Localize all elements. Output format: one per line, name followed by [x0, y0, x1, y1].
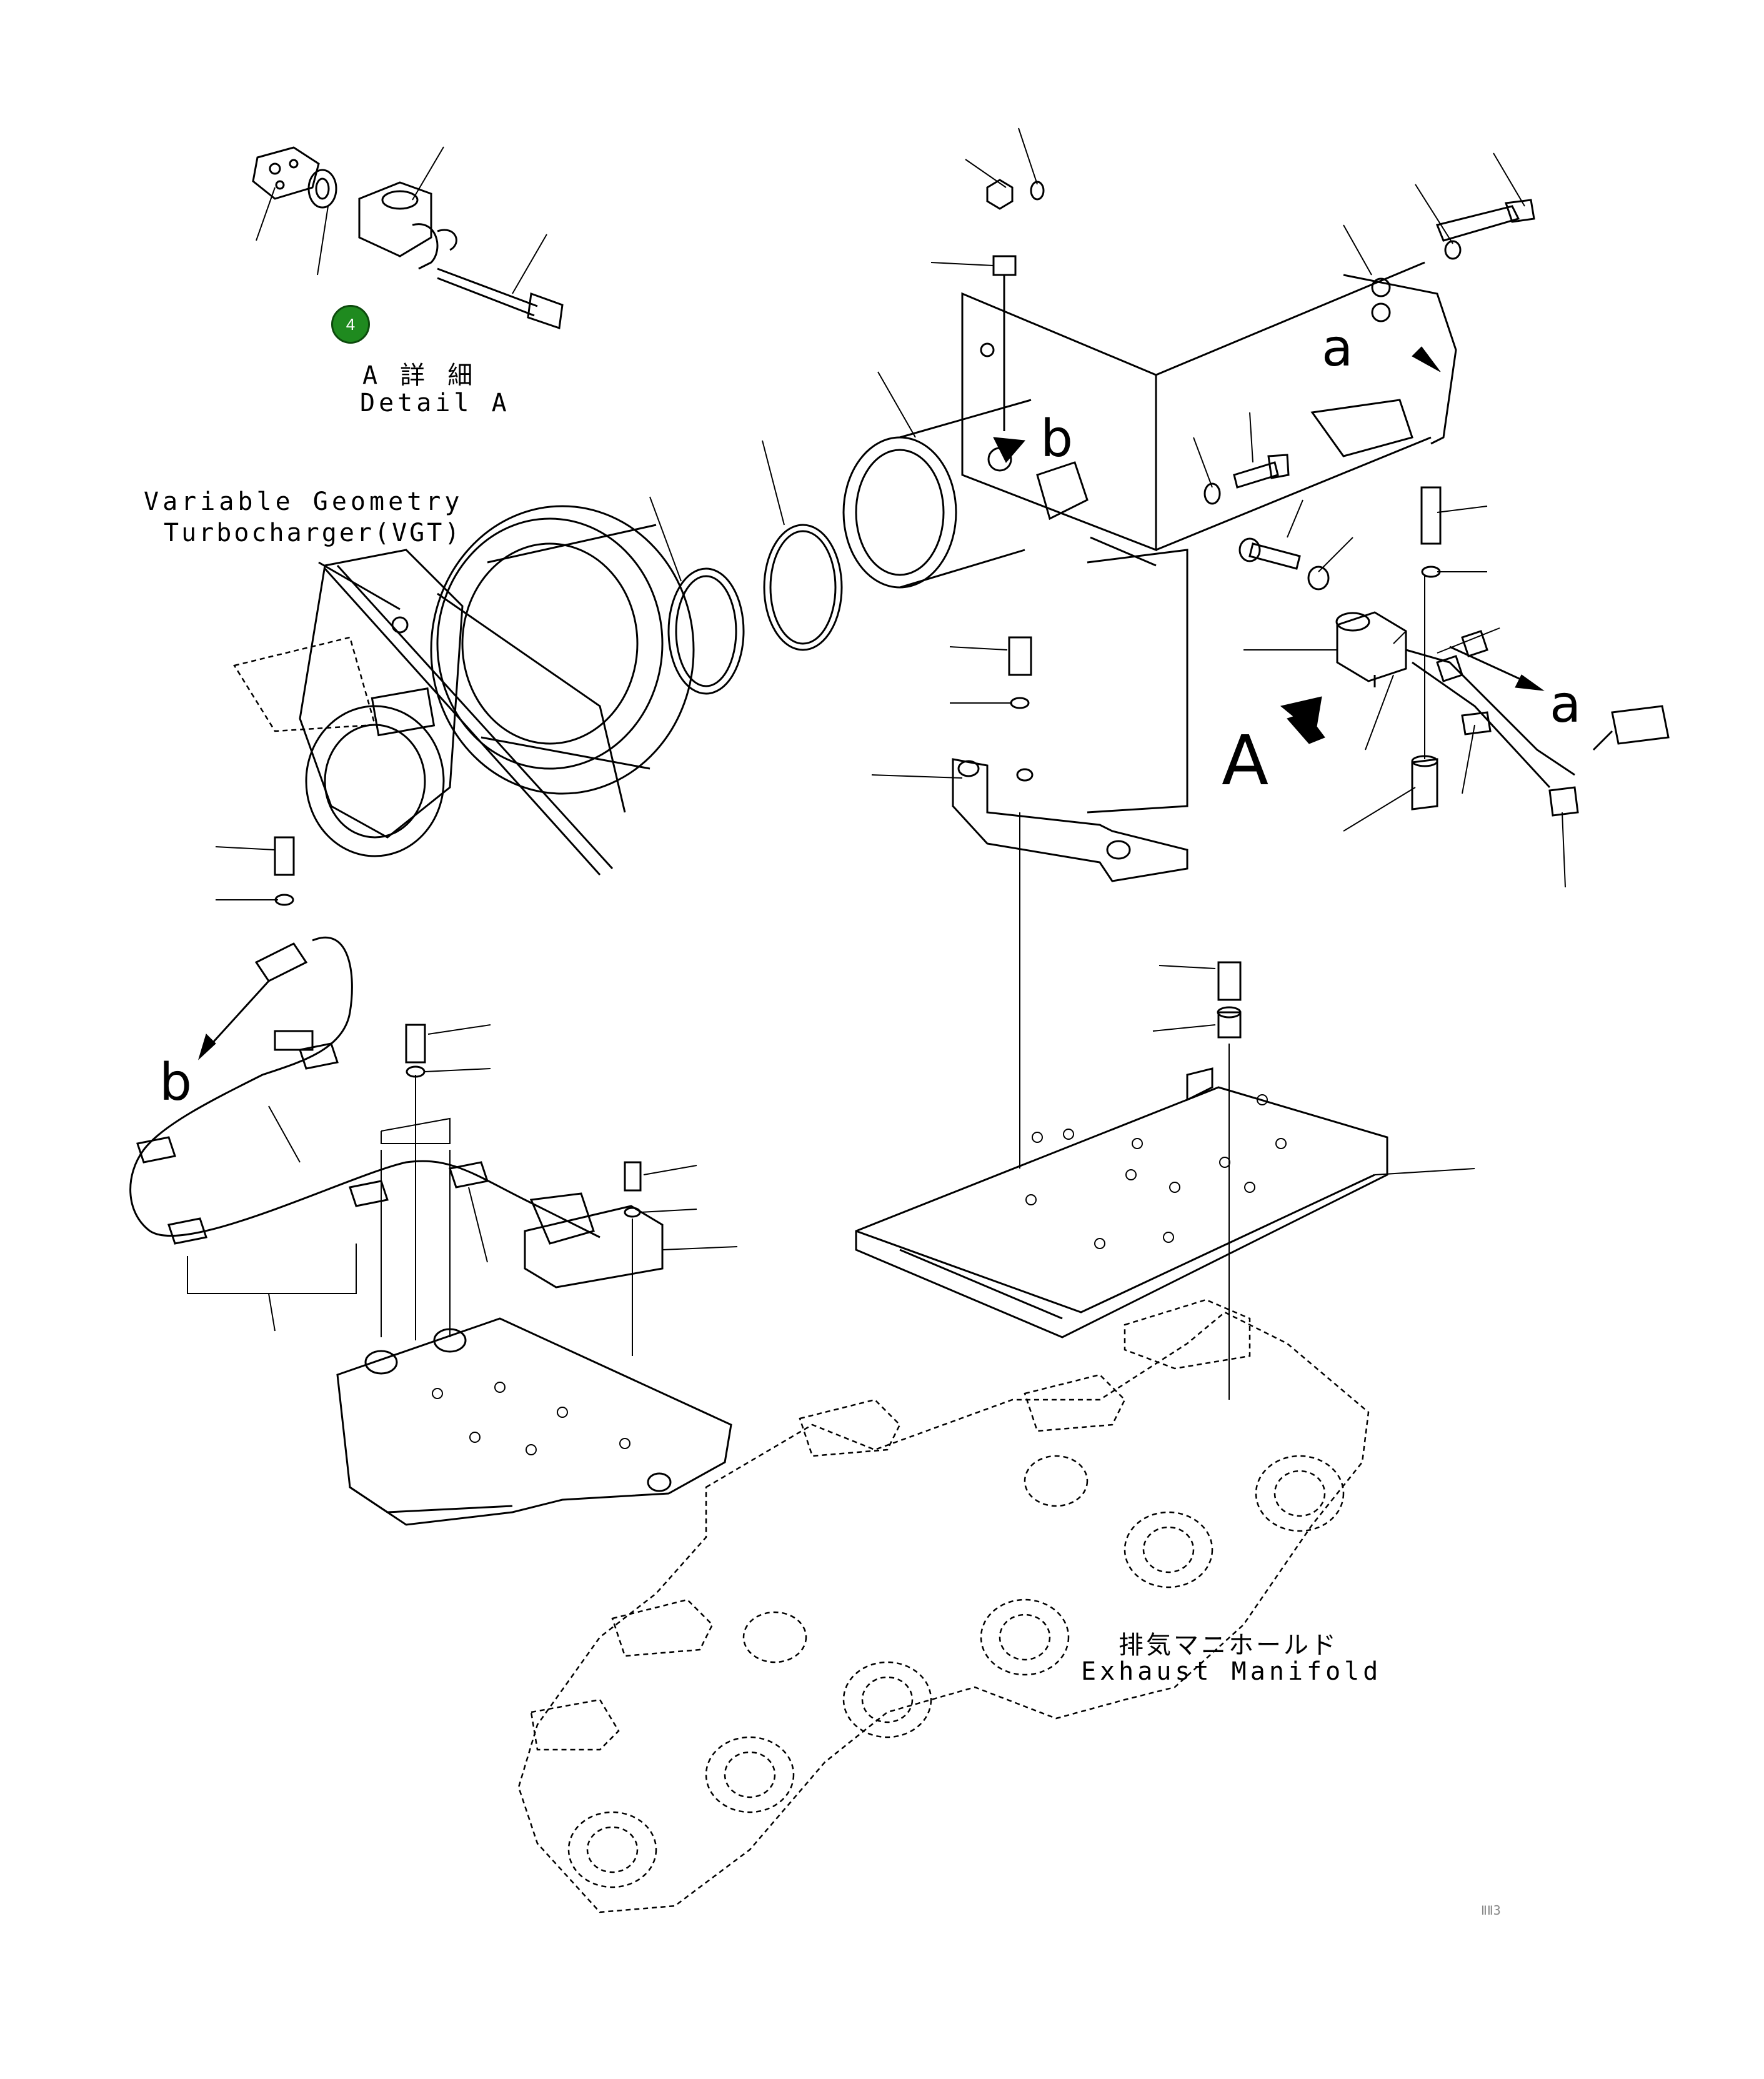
heat-shield — [855, 961, 1475, 1400]
view-letter-a-right: a — [1550, 675, 1581, 734]
bracket-middle — [871, 636, 1188, 1169]
corner-mark: ⅡⅡ3 — [1481, 1903, 1501, 1918]
exhaust-manifold-label-jp: 排気マニホールド — [1119, 1631, 1338, 1660]
exhaust-manifold-drawing — [517, 1299, 1370, 1913]
view-letter-a-upper: a — [1322, 319, 1353, 378]
detail-a-label-jp: A 詳 細 — [362, 361, 477, 390]
view-letter-b-left: b — [159, 1053, 192, 1112]
view-letter-b-upper: b — [1040, 409, 1073, 469]
callout-number-badge[interactable]: 4 — [331, 305, 370, 344]
view-letter-A: A — [1222, 720, 1268, 800]
sensor-harness-right — [1243, 486, 1670, 888]
exhaust-pipe-assembly — [842, 127, 1535, 814]
detail-a-assembly — [252, 146, 564, 330]
lower-bracket — [336, 1317, 732, 1526]
detail-a-label-en: Detail A — [360, 389, 511, 417]
seal-rings — [649, 440, 843, 695]
turbocharger-drawing — [233, 505, 695, 876]
harness-left — [129, 836, 738, 1356]
exhaust-manifold-label-en: Exhaust Manifold — [1081, 1657, 1382, 1686]
vgt-label-line2: Turbocharger(VGT) — [164, 519, 462, 547]
vgt-label-line1: Variable Geometry — [144, 487, 464, 516]
